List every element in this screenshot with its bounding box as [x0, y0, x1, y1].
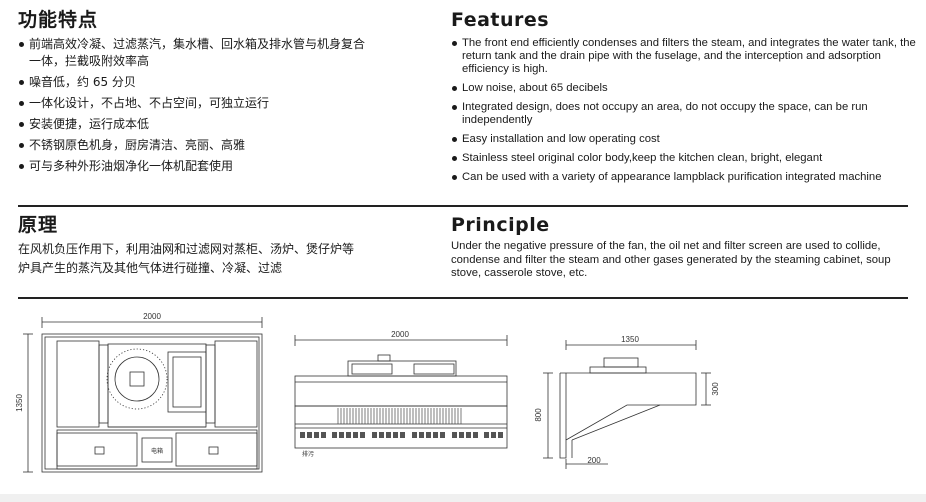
list-item: 可与多种外形油烟净化一体机配套使用: [18, 158, 428, 175]
section-divider: [18, 297, 908, 299]
side-view-height-label: 800: [534, 408, 543, 422]
list-item: 安装便捷，运行成本低: [18, 116, 428, 133]
drain-label: 排污: [302, 450, 314, 458]
technical-drawings: 2000 1350 电箱 2000 排污 1350 300 800 200: [15, 312, 720, 473]
list-item: 前端高效冷凝、过滤蒸汽，集水槽、回水箱及排水管与机身复合一体，拦截吸附效率高: [18, 36, 374, 70]
side-view-top-label: 300: [711, 382, 720, 396]
bottom-strip: [0, 494, 926, 502]
list-item: 不锈钢原色机身，厨房清洁、亮丽、高雅: [18, 137, 428, 154]
features-cn-title: 功能特点: [18, 9, 99, 31]
list-item: Integrated design, does not occupy an ar…: [451, 101, 916, 127]
list-item: 一体化设计，不占地、不占空间，可独立运行: [18, 95, 428, 112]
principle-en-title: Principle: [451, 214, 550, 236]
list-item: Easy installation and low operating cost: [451, 133, 916, 146]
features-cn-section: 功能特点 前端高效冷凝、过滤蒸汽，集水槽、回水箱及排水管与机身复合一体，拦截吸附…: [18, 9, 428, 179]
front-view-drawing: [294, 335, 508, 449]
principle-en-section: Principle Under the negative pressure of…: [451, 214, 916, 281]
electric-box-label: 电箱: [151, 447, 163, 455]
list-item: The front end efficiently condenses and …: [451, 37, 916, 76]
list-item: Can be used with a variety of appearance…: [451, 171, 916, 184]
features-cn-list: 前端高效冷凝、过滤蒸汽，集水槽、回水箱及排水管与机身复合一体，拦截吸附效率高 噪…: [18, 36, 428, 175]
features-en-section: Features The front end efficiently conde…: [451, 9, 916, 190]
side-view-bottom-label: 200: [587, 456, 601, 465]
features-en-title: Features: [451, 9, 550, 31]
top-view-drawing: [23, 317, 263, 473]
principle-cn-section: 原理 在风机负压作用下，利用油网和过滤网对蒸柜、汤炉、煲仔炉等炉具产生的蒸汽及其…: [18, 214, 428, 278]
front-view-width-label: 2000: [391, 330, 409, 339]
list-item: Low noise, about 65 decibels: [451, 82, 916, 95]
top-view-height-label: 1350: [15, 394, 24, 412]
features-en-list: The front end efficiently condenses and …: [451, 37, 916, 184]
principle-cn-title: 原理: [18, 214, 59, 236]
list-item: 噪音低，约 65 分贝: [18, 74, 428, 91]
list-item: Stainless steel original color body,keep…: [451, 152, 916, 165]
principle-en-text: Under the negative pressure of the fan, …: [451, 240, 891, 279]
side-view-depth-label: 1350: [621, 335, 639, 344]
principle-cn-text: 在风机负压作用下，利用油网和过滤网对蒸柜、汤炉、煲仔炉等炉具产生的蒸汽及其他气体…: [18, 242, 355, 275]
front-view-details: [300, 408, 503, 438]
section-divider: [18, 205, 908, 207]
top-view-width-label: 2000: [143, 312, 161, 321]
side-view-drawing: [543, 340, 711, 469]
